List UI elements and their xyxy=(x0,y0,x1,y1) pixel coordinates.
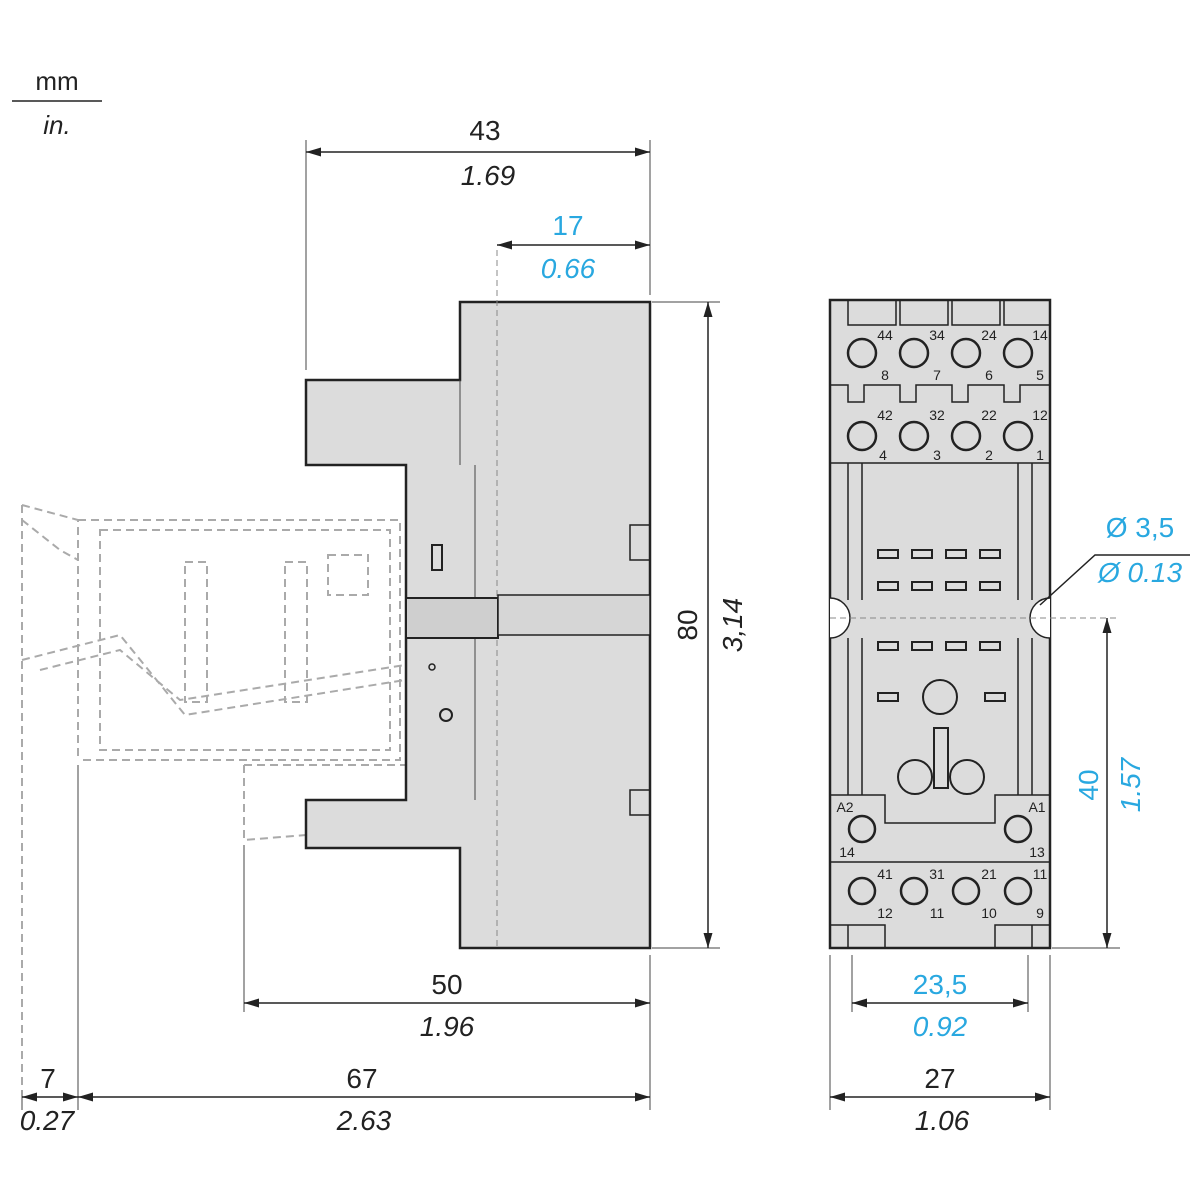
svg-text:32: 32 xyxy=(929,407,945,423)
phantom-clip xyxy=(21,504,406,1090)
svg-text:34: 34 xyxy=(929,327,945,343)
svg-text:44: 44 xyxy=(877,327,893,343)
dim-hole-mm: Ø 3,5 xyxy=(1106,512,1174,543)
dim-50-mm: 50 xyxy=(431,969,462,1000)
dim-7-mm: 7 xyxy=(40,1063,56,1094)
svg-text:A1: A1 xyxy=(1028,799,1045,815)
dim-50-in: 1.96 xyxy=(420,1011,475,1042)
svg-text:11: 11 xyxy=(1033,866,1048,882)
svg-text:14: 14 xyxy=(839,844,855,860)
dim-43-mm: 43 xyxy=(469,115,500,146)
svg-text:13: 13 xyxy=(1029,844,1045,860)
svg-text:6: 6 xyxy=(985,367,993,383)
dim-80-mm: 80 xyxy=(672,609,703,640)
svg-text:12: 12 xyxy=(1032,407,1048,423)
svg-text:41: 41 xyxy=(877,866,893,882)
svg-text:5: 5 xyxy=(1036,367,1044,383)
svg-text:22: 22 xyxy=(981,407,997,423)
dimension-lines xyxy=(22,147,1190,1102)
dim-23-5-in: 0.92 xyxy=(913,1011,968,1042)
svg-text:3: 3 xyxy=(933,447,941,463)
svg-text:7: 7 xyxy=(933,367,941,383)
dim-80-in: 3,14 xyxy=(717,598,748,653)
unit-in: in. xyxy=(43,110,70,140)
extension-lines xyxy=(21,140,1120,1110)
svg-text:21: 21 xyxy=(981,866,997,882)
dim-hole-in: Ø 0.13 xyxy=(1097,557,1182,588)
svg-text:31: 31 xyxy=(929,866,945,882)
dim-40-mm: 40 xyxy=(1073,769,1104,800)
svg-text:2: 2 xyxy=(985,447,993,463)
svg-text:4: 4 xyxy=(879,447,887,463)
dim-40-in: 1.57 xyxy=(1115,756,1146,812)
svg-text:8: 8 xyxy=(881,367,889,383)
dim-67-mm: 67 xyxy=(346,1063,377,1094)
dim-27-in: 1.06 xyxy=(915,1105,970,1136)
svg-text:10: 10 xyxy=(981,905,997,921)
dim-27-mm: 27 xyxy=(924,1063,955,1094)
dim-7-in: 0.27 xyxy=(20,1105,76,1136)
side-view xyxy=(304,250,652,950)
svg-text:14: 14 xyxy=(1032,327,1048,343)
svg-text:A2: A2 xyxy=(836,799,853,815)
terminal-screws xyxy=(846,337,1034,906)
svg-text:24: 24 xyxy=(981,327,997,343)
dim-43-in: 1.69 xyxy=(461,160,516,191)
svg-text:1: 1 xyxy=(1036,447,1044,463)
svg-text:42: 42 xyxy=(877,407,893,423)
svg-text:9: 9 xyxy=(1036,905,1044,921)
unit-mm: mm xyxy=(35,66,78,96)
dim-23-5-mm: 23,5 xyxy=(913,969,968,1000)
dim-17-mm: 17 xyxy=(552,210,583,241)
svg-text:12: 12 xyxy=(877,905,893,921)
dim-17-in: 0.66 xyxy=(541,253,596,284)
svg-text:11: 11 xyxy=(930,905,945,921)
dim-67-in: 2.63 xyxy=(336,1105,392,1136)
